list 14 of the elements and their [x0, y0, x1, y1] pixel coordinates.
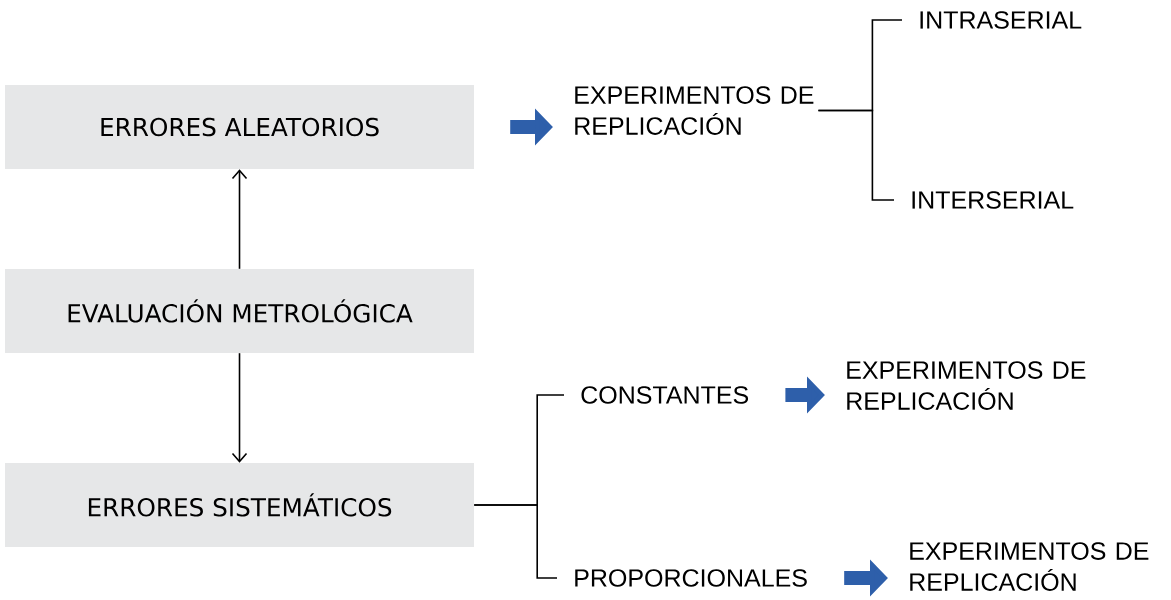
- item-label: EXPERIMENTOS DE REPLICACIÓN: [575, 86, 814, 135]
- arrow: [231, 352, 248, 463]
- item-label: INTERSERIAL: [912, 191, 1074, 209]
- arrow: [231, 169, 248, 270]
- bracket-line: [817, 109, 895, 201]
- item-label: EXPERIMENTOS DE REPLICACIÓN: [910, 542, 1149, 591]
- item-label: EXPERIMENTOS DE REPLICACIÓN: [847, 361, 1086, 410]
- item-label: INTRASERIAL: [920, 11, 1082, 29]
- process-box: EVALUACIÓN METROLÓGICA: [5, 269, 474, 353]
- process-box: ERRORES SISTEMÁTICOS: [5, 463, 474, 547]
- item-label: PROPORCIONALES: [575, 569, 807, 587]
- process-box: ERRORES ALEATORIOS: [5, 85, 474, 169]
- bracket-line: [473, 504, 558, 579]
- item-label: CONSTANTES: [581, 386, 749, 404]
